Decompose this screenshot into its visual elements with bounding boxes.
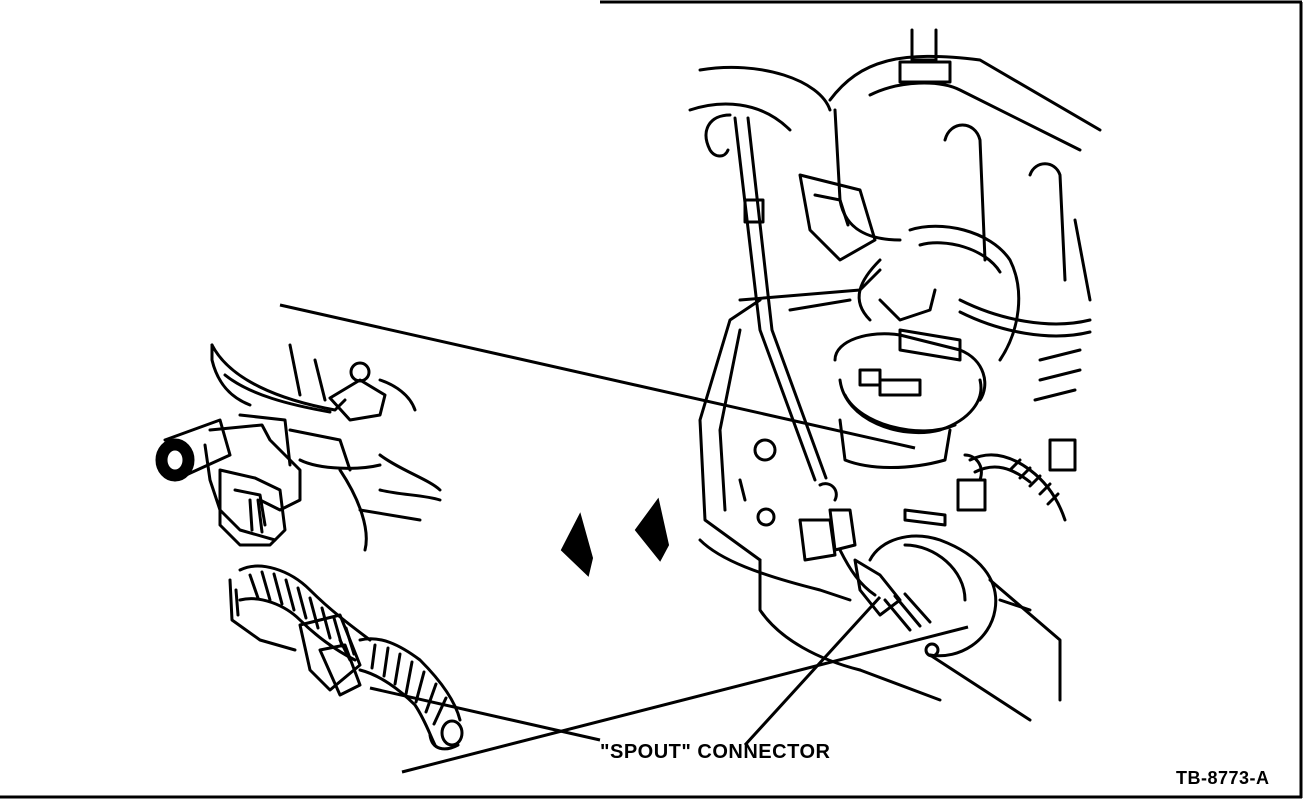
spout-connector-label: "SPOUT" CONNECTOR [600, 741, 831, 763]
leader-lines [279, 303, 969, 774]
figure-id: TB-8773-A [1176, 768, 1270, 788]
harness-assembly [155, 343, 464, 751]
engine-assembly [688, 28, 1102, 722]
direction-arrows [560, 497, 670, 577]
arrow-icon-right [634, 497, 670, 562]
arrow-icon-left [560, 512, 594, 577]
